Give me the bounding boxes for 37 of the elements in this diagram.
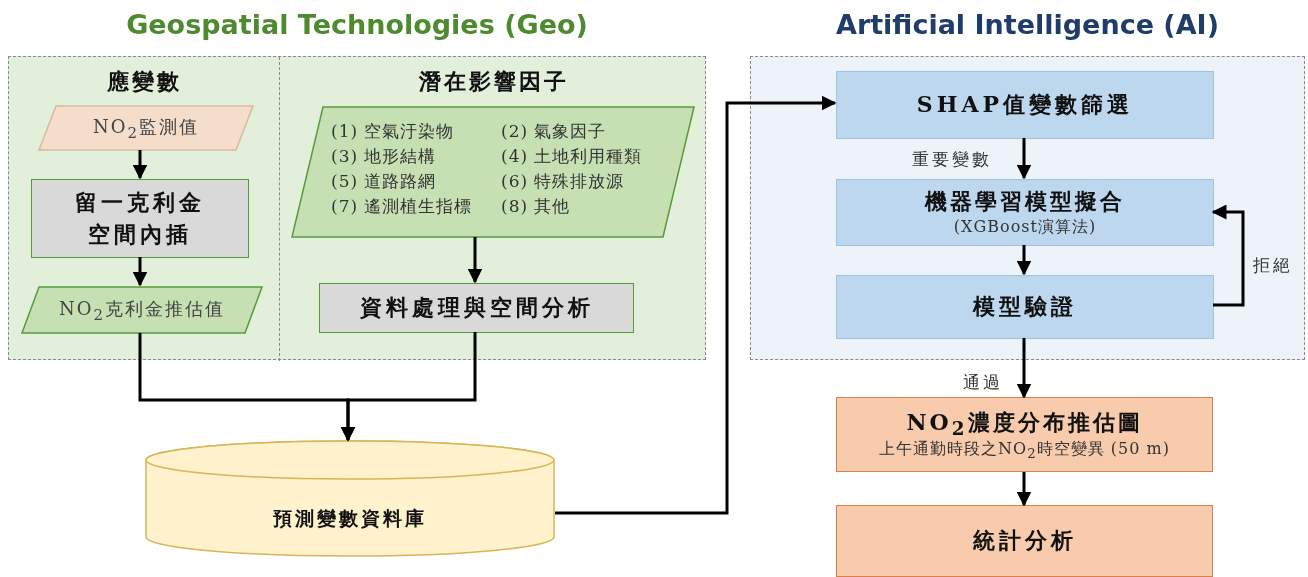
box-title: 機器學習模型擬合: [925, 187, 1125, 216]
output-box: [836, 397, 1213, 472]
box-subtitle: 上午通勤時段之NO$_{2}$時空變異 (50 m): [879, 439, 1170, 462]
factor-item: (2) 氣象因子: [501, 120, 608, 143]
factor-item: (3) 地形結構: [331, 145, 438, 168]
data-parallelogram: NO$_{2}$克利金推估值: [21, 286, 263, 334]
factor-item: (1) 空氣汙染物: [331, 120, 456, 143]
arrow: [1016, 338, 1032, 399]
factor-parallelogram: [291, 106, 695, 238]
factor-item: (5) 道路路網: [331, 170, 438, 193]
process-box: 模型驗證: [836, 275, 1214, 339]
process-box: 資料處理與空間分析: [319, 283, 634, 333]
arrow: [1016, 245, 1032, 276]
output-box: 統計分析: [836, 505, 1213, 577]
database-cylinder: 預測變數資料庫: [145, 440, 555, 557]
arrow: [1016, 472, 1032, 507]
arrow: [132, 150, 148, 180]
process-box: SHAP值變數篩選: [836, 71, 1214, 139]
process-box: 留一克利金空間內插: [31, 179, 249, 258]
arrow: [132, 257, 148, 287]
factor-item: (7) 遙測植生指標: [331, 195, 474, 218]
arrow: [555, 95, 837, 515]
factor-item: (4) 土地利用種類: [501, 145, 644, 168]
arrow: [1016, 138, 1032, 180]
process-box: [836, 179, 1214, 246]
box-subtitle: (XGBoost演算法): [953, 217, 1097, 238]
box-title: NO$_{2}$濃度分布推估圖: [906, 407, 1143, 440]
panel-heading: 應變數: [105, 67, 183, 96]
panel-heading: 潛在影響因子: [417, 67, 570, 96]
data-parallelogram: NO$_{2}$監測值: [38, 105, 254, 151]
arrow: [340, 332, 477, 442]
arrow: [467, 237, 483, 284]
factor-item: (6) 特殊排放源: [501, 170, 626, 193]
arrow: [1211, 204, 1245, 307]
panel-title: Geospatial Technologies (Geo): [125, 9, 589, 40]
panel-title: Artificial Intelligence (AI): [835, 9, 1220, 40]
factor-item: (8) 其他: [501, 195, 572, 218]
